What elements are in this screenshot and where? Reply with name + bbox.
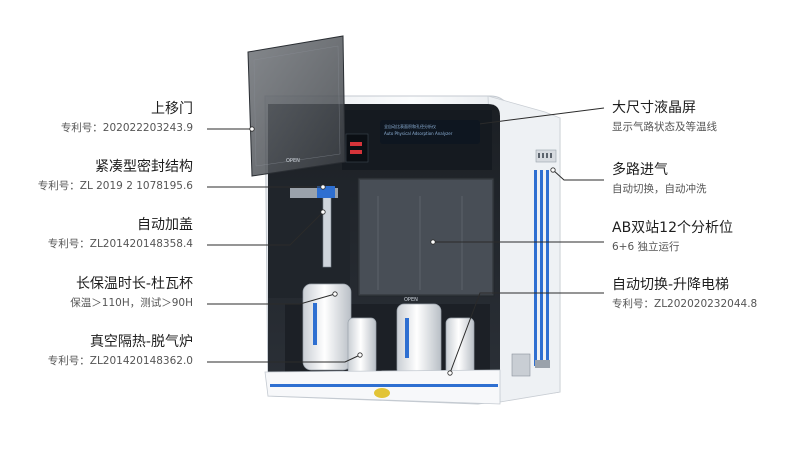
connector — [535, 360, 550, 368]
callout-lcd: 大尺寸液晶屏 显示气路状态及等温线 — [612, 99, 717, 134]
callout-auto-cap: 自动加盖 专利号：ZL201420148358.4 — [48, 216, 193, 251]
seal-fitting — [317, 186, 335, 198]
callout-subtitle: 专利号：ZL 2019 2 1078195.6 — [37, 180, 193, 192]
dewar-2 — [347, 317, 377, 375]
base-stripe — [270, 384, 498, 387]
callout-multi-gas: 多路进气 自动切换，自动冲洗 — [612, 161, 707, 196]
dewar-3 — [396, 303, 442, 377]
callout-auto-lift: 自动切换-升降电梯 专利号：ZL202020232044.8 — [612, 276, 757, 311]
side-stripe — [540, 170, 543, 366]
panel-plaque — [380, 120, 480, 144]
degas-area — [268, 180, 350, 298]
callout-subtitle: 保温＞110H，测试＞90H — [70, 297, 193, 309]
callout-title: 上移门 — [151, 101, 193, 117]
callout-subtitle: 6+6 独立运行 — [612, 241, 680, 253]
callout-lines — [207, 107, 605, 374]
callout-compact-seal: 紧凑型密封结构 专利号：ZL 2019 2 1078195.6 — [38, 158, 193, 193]
callout-title: AB双站12个分析位 — [612, 220, 733, 236]
callout-subtitle: 专利号：ZL201420148362.0 — [47, 355, 193, 367]
callout-title: 自动加盖 — [137, 217, 193, 233]
open-label-door: OPEN — [286, 158, 300, 164]
callout-title: 长保温时长-杜瓦杯 — [75, 276, 193, 292]
side-stripe — [534, 170, 537, 366]
callout-upper-door: 上移门 专利号：202022203243.9 — [61, 100, 193, 135]
lcd-screen — [345, 133, 369, 163]
brand-logo — [374, 388, 390, 398]
callout-vacuum-furnace: 真空隔热-脱气炉 专利号：ZL201420148362.0 — [48, 333, 193, 368]
callout-title: 自动切换-升降电梯 — [612, 277, 730, 293]
sliding-door — [247, 35, 346, 177]
lcd-readout — [350, 150, 362, 154]
callout-subtitle: 专利号：202022203243.9 — [60, 122, 193, 134]
callout-subtitle: 专利号：ZL201420148358.4 — [47, 238, 193, 250]
gas-inlet-ports — [538, 153, 552, 158]
callout-title: 真空隔热-脱气炉 — [89, 334, 193, 350]
open-label-window: OPEN — [404, 297, 418, 303]
dewar-1 — [302, 283, 352, 371]
lcd-readout — [350, 142, 362, 146]
seal-block — [290, 188, 338, 198]
panel-text-en: Auto Physical Adsorption Analyzer — [384, 131, 453, 136]
callout-ab-station: AB双站12个分析位 6+6 独立运行 — [612, 219, 733, 254]
callout-title: 大尺寸液晶屏 — [612, 100, 696, 116]
callout-title: 多路进气 — [612, 162, 668, 178]
callout-title: 紧凑型密封结构 — [95, 159, 193, 175]
callout-dewar: 长保温时长-杜瓦杯 保温＞110H，测试＞90H — [70, 275, 193, 310]
connector — [511, 353, 531, 377]
side-stripe — [546, 170, 549, 366]
callout-subtitle: 自动切换，自动冲洗 — [612, 183, 707, 195]
callout-subtitle: 显示气路状态及等温线 — [612, 121, 717, 133]
panel-text: 全自动比表面积和孔径分析仪 — [384, 124, 436, 129]
callout-subtitle: 专利号：ZL202020232044.8 — [612, 298, 758, 310]
degas-tube — [322, 194, 332, 268]
